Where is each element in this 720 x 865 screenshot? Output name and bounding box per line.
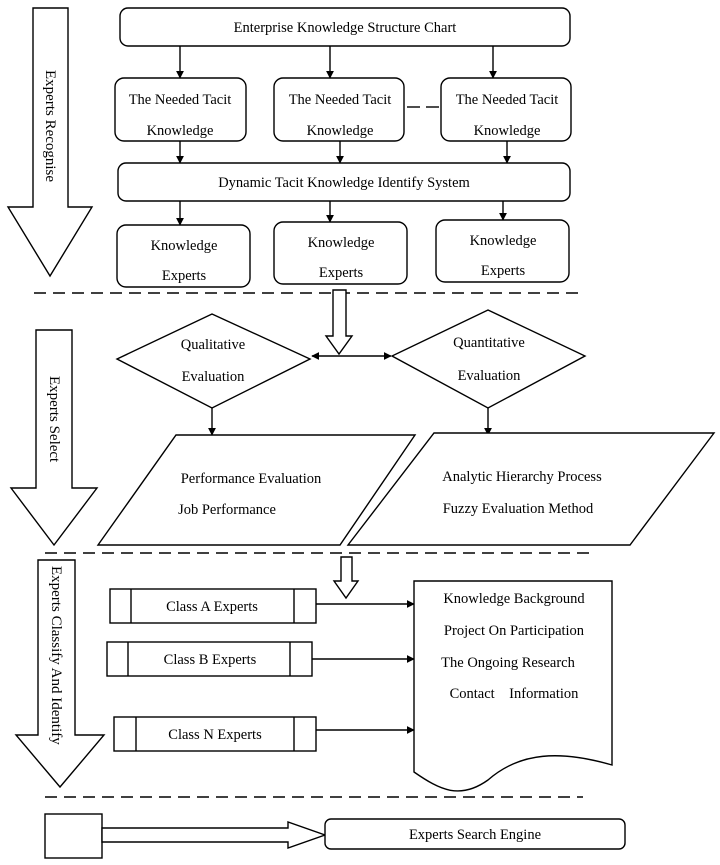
- structure-chart-box: Enterprise Knowledge Structure Chart: [119, 7, 571, 47]
- svg-text:Job Performance: Job Performance: [178, 502, 276, 518]
- svg-text:Evaluation: Evaluation: [182, 369, 246, 385]
- knowledge-experts-box-3: Knowledge Experts: [435, 219, 570, 283]
- svg-text:Project On Participation: Project On Participation: [444, 623, 585, 639]
- class-a-experts-box: Class A Experts: [109, 588, 317, 624]
- svg-text:The Needed Tacit: The Needed Tacit: [289, 92, 392, 108]
- quantitative-evaluation-diamond: Quantitative Evaluation: [390, 309, 587, 409]
- recognise-phase-arrow: Experts Recognise: [6, 7, 94, 278]
- select-phase-arrow: Experts Select: [9, 329, 99, 547]
- svg-text:Analytic Hierarchy Process: Analytic Hierarchy Process: [442, 469, 602, 485]
- tacit-knowledge-box-3: The Needed Tacit Knowledge: [440, 77, 572, 142]
- svg-text:The Needed Tacit: The Needed Tacit: [129, 92, 232, 108]
- classify-phase-arrow: Experts Classify And Identify: [14, 559, 106, 789]
- expert-profile-document: Knowledge Background Project On Particip…: [413, 580, 613, 792]
- svg-text:Contact Information: Contact Information: [450, 686, 580, 702]
- qualitative-evaluation-diamond: Qualitative Evaluation: [115, 313, 312, 409]
- svg-text:Knowledge: Knowledge: [151, 238, 218, 254]
- svg-text:Knowledge: Knowledge: [470, 233, 537, 249]
- svg-text:Knowledge Background: Knowledge Background: [443, 591, 585, 607]
- qualitative-methods-parallelogram: Performance Evaluation Job Performance: [96, 434, 417, 546]
- svg-text:Knowledge: Knowledge: [474, 123, 541, 139]
- classify-phase-label: Experts Classify And Identify: [48, 566, 64, 745]
- svg-text:Experts: Experts: [481, 263, 526, 279]
- svg-text:Fuzzy Evaluation Method: Fuzzy Evaluation Method: [443, 501, 594, 517]
- hollow-right-arrow: [101, 821, 328, 849]
- svg-text:Evaluation: Evaluation: [458, 368, 522, 384]
- hollow-down-arrow-1: [324, 289, 354, 356]
- select-phase-label: Experts Select: [46, 376, 62, 463]
- svg-text:Class B Experts: Class B Experts: [164, 652, 257, 668]
- identify-system-box: Dynamic Tacit Knowledge Identify System: [117, 162, 571, 202]
- hollow-down-arrow-2: [332, 556, 360, 600]
- tacit-knowledge-box-1: The Needed Tacit Knowledge: [114, 77, 247, 142]
- svg-text:Knowledge: Knowledge: [307, 123, 374, 139]
- class-n-experts-box: Class N Experts: [113, 716, 317, 752]
- svg-text:Dynamic Tacit Knowledge Identi: Dynamic Tacit Knowledge Identify System: [218, 175, 470, 191]
- svg-text:Experts: Experts: [319, 265, 364, 281]
- svg-text:Class A Experts: Class A Experts: [166, 599, 258, 615]
- search-engine-box: Experts Search Engine: [324, 818, 626, 850]
- recognise-phase-label: Experts Recognise: [42, 70, 58, 182]
- class-b-experts-box: Class B Experts: [106, 641, 313, 677]
- svg-text:Quantitative: Quantitative: [453, 335, 525, 351]
- svg-text:Knowledge: Knowledge: [147, 123, 214, 139]
- small-square-box: [44, 813, 103, 859]
- knowledge-experts-box-1: Knowledge Experts: [116, 224, 251, 288]
- knowledge-experts-box-2: Knowledge Experts: [273, 221, 408, 285]
- svg-text:The Ongoing Research: The Ongoing Research: [441, 655, 575, 671]
- svg-text:The Needed Tacit: The Needed Tacit: [456, 92, 559, 108]
- svg-text:Enterprise Knowledge Structure: Enterprise Knowledge Structure Chart: [234, 20, 457, 36]
- svg-text:Experts Search Engine: Experts Search Engine: [409, 827, 541, 843]
- quantitative-methods-parallelogram: Analytic Hierarchy Process Fuzzy Evaluat…: [346, 432, 716, 546]
- svg-text:Class N Experts: Class N Experts: [168, 727, 262, 743]
- svg-text:Performance Evaluation: Performance Evaluation: [181, 471, 322, 487]
- svg-text:Qualitative: Qualitative: [181, 337, 245, 353]
- tacit-knowledge-box-2: The Needed Tacit Knowledge: [273, 77, 405, 142]
- svg-text:Knowledge: Knowledge: [308, 235, 375, 251]
- svg-text:Experts: Experts: [162, 268, 207, 284]
